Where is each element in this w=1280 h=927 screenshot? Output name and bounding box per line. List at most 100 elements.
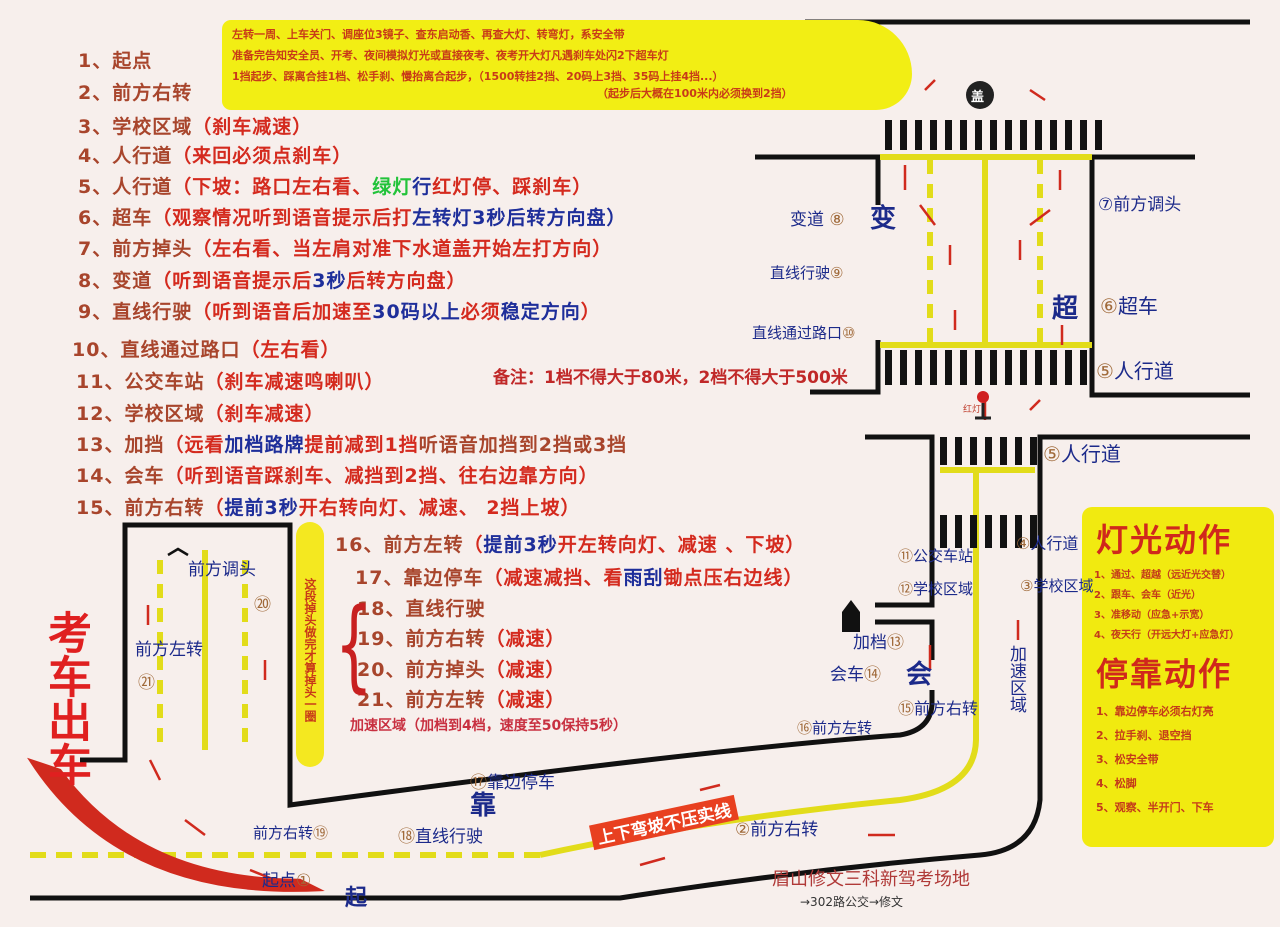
crosswalk-stripe <box>885 120 892 150</box>
step-text: 11、公交车站 <box>76 371 205 393</box>
label-10: 直线通过路口⑩ <box>752 322 855 343</box>
label-14: 会车⑭ <box>830 660 881 685</box>
crosswalk-stripe <box>945 350 952 385</box>
label-8: 变道 ⑧ <box>790 205 845 230</box>
label-18: ⑱直线行驶 <box>398 822 483 847</box>
step-item: 8、变道（听到语音提示后3秒后转方向盘） <box>78 266 467 293</box>
step-item: 10、直线通过路口（左右看） <box>72 335 340 362</box>
step-item: 13、加挡（远看加档路牌提前减到1挡听语音加挡到2挡或3挡 <box>76 430 627 457</box>
step-text: 12、学校区域 <box>76 403 205 425</box>
step-text: 雨刮 <box>623 567 664 589</box>
crosswalk-stripe <box>1015 437 1022 465</box>
step-item: 1、起点 <box>78 46 152 73</box>
label-20: 前方调头 <box>188 555 256 580</box>
crosswalk-stripe <box>960 350 967 385</box>
label-20-num: ⑳ <box>254 595 271 615</box>
step-text: （刹车减速） <box>204 403 325 425</box>
step-text: 9、直线行驶 <box>78 301 193 323</box>
step-text: （下坡：路口左右看、 <box>172 176 373 198</box>
step-text: 3、学校区域 <box>78 116 193 138</box>
step-item: 17、靠边停车（减速减挡、看雨刮锄点压右边线） <box>355 563 804 590</box>
step-text: 提前3秒 <box>224 497 299 519</box>
crosswalk-stripe <box>1030 437 1037 465</box>
crosswalk-stripe <box>900 120 907 150</box>
stop-action: 3、松安全带 <box>1096 753 1159 766</box>
step-text: 20、前方掉头 <box>357 659 486 681</box>
label-6: ⑥超车 <box>1100 290 1158 319</box>
step-text: 15、前方右转 <box>76 497 205 519</box>
label-text: 前方右转 <box>253 824 314 842</box>
label-text: 变道 <box>790 210 824 230</box>
light-action: 1、通过、超越（远近光交替） <box>1094 570 1231 581</box>
crosswalk-stripe <box>1065 120 1072 150</box>
label-text: 直线行驶 <box>415 827 483 847</box>
crosswalk-stripe <box>1015 515 1022 548</box>
light-action: 2、跟车、会车（近光） <box>1094 590 1201 601</box>
stop-action: 1、靠边停车必须右灯亮 <box>1096 705 1214 718</box>
label-16: ⑯前方左转 <box>797 717 872 738</box>
crosswalk-stripe <box>1035 120 1042 150</box>
label-num: ⑦ <box>1098 195 1114 215</box>
bus-route: →302路公交→修文 <box>800 895 904 909</box>
label-12: ⑫学校区域 <box>898 578 973 599</box>
crosswalk-stripe <box>1020 120 1027 150</box>
step-text: （ <box>204 497 225 519</box>
label-num: ⑪ <box>898 547 914 565</box>
label-text: 靠边停车 <box>487 773 555 793</box>
step-item: 16、前方左转（提前3秒开左转向灯、减速 、下坡） <box>335 530 805 557</box>
bracket: { <box>334 586 373 703</box>
crosswalk-stripe <box>900 350 907 385</box>
step-text: 锄点压右边线） <box>663 567 804 589</box>
step-item: 2、前方右转 <box>78 78 192 105</box>
start-instructions-bubble: 左转一周、上车关门、调座位3镜子、查东启动香、再查大灯、转弯灯，系安全带 准备完… <box>222 20 912 110</box>
step-text: 加档路牌 <box>224 434 305 456</box>
label-text: 直线行驶 <box>770 264 831 282</box>
step-text: 21、前方左转 <box>357 689 486 711</box>
label-text: 前方左转 <box>135 640 203 660</box>
step-text: 5、人行道 <box>78 176 173 198</box>
crosswalk-stripe <box>990 350 997 385</box>
accel-zone-label: 加速区域 <box>1006 645 1026 713</box>
crosswalk-stripe <box>915 350 922 385</box>
step-text: （听到语音提示后 <box>152 270 313 292</box>
crosswalk-stripe <box>1095 120 1102 150</box>
step-item: 11、公交车站（刹车减速鸣喇叭） <box>76 367 384 394</box>
step-text: （左右看、当左肩对准下水道盖开始左打方向） <box>192 238 613 260</box>
step-text: （来回必须点刹车） <box>172 145 353 167</box>
label-num: ⑥ <box>1100 294 1118 318</box>
step-text: 听语音加挡到2挡或3挡 <box>418 434 628 456</box>
bubble-line: 1挡起步、踩离合挂1档、松手刹、慢抬离合起步，（1500转挂2挡、20码上3挡、… <box>232 70 724 83</box>
step-text: ） <box>580 301 601 323</box>
stop-action: 2、拉手刹、退空挡 <box>1096 729 1192 742</box>
step-text: （减速减挡、看 <box>483 567 624 589</box>
exam-start-label: 考车出车 <box>40 610 91 786</box>
label-7: ⑦前方调头 <box>1098 190 1181 215</box>
step-text: （ <box>463 534 484 556</box>
crosswalk-stripe <box>1035 350 1042 385</box>
label-num: ⑬ <box>887 633 904 653</box>
step-text: 17、靠边停车 <box>355 567 484 589</box>
crosswalk-stripe <box>1020 350 1027 385</box>
step-text: 1、起点 <box>78 50 153 72</box>
step-text: 19、前方右转 <box>357 628 486 650</box>
step-text: （减速） <box>485 628 566 650</box>
step-text: 13、加挡 <box>76 434 165 456</box>
label-num: ⑤ <box>1096 359 1114 383</box>
crosswalk-stripe <box>1065 350 1072 385</box>
label-num: ② <box>735 820 751 840</box>
step-text: 开左转向灯、减速 、下坡） <box>557 534 806 556</box>
overtake-mark: 超 <box>1052 294 1079 324</box>
step-text: 行 <box>412 176 433 198</box>
crosswalk-stripe <box>1050 120 1057 150</box>
crosswalk-stripe <box>1000 515 1007 548</box>
step-text: 7、前方掉头 <box>78 238 193 260</box>
crosswalk-stripe <box>915 120 922 150</box>
label-4: ④人行道 <box>1016 530 1078 554</box>
label-5b: ⑤人行道 <box>1043 438 1121 467</box>
label-1: 起点① <box>262 866 311 891</box>
step-text: （远看 <box>164 434 225 456</box>
label-15: ⑮前方右转 <box>898 695 978 719</box>
crosswalk-stripe <box>1005 120 1012 150</box>
label-text: 前方左转 <box>812 719 873 737</box>
